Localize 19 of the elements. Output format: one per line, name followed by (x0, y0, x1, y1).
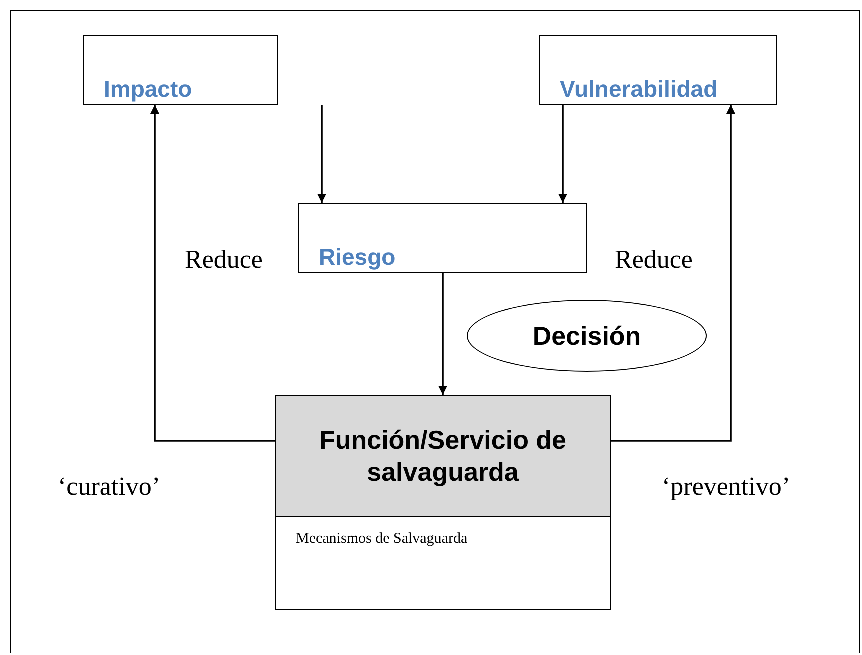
arrow (611, 105, 736, 442)
process-box (298, 203, 587, 273)
process-box (83, 35, 278, 105)
box-title: Función/Servicio de salvaguarda (318, 424, 568, 488)
process-box (539, 35, 777, 105)
box-body-text: Mecanismos de Salvaguarda (296, 531, 468, 548)
edge-label: Reduce (185, 245, 263, 275)
function-box (275, 395, 611, 610)
box-title: Vulnerabilidad (560, 76, 718, 102)
edge-label: Reduce (615, 245, 693, 275)
box-title: Impacto (104, 76, 192, 102)
arrow (318, 105, 326, 203)
arrow (438, 273, 448, 395)
box-title: Riesgo (319, 244, 396, 270)
annotation-label: ‘curativo’ (58, 472, 161, 502)
arrow (150, 105, 275, 442)
annotation-label: ‘preventivo’ (662, 472, 791, 502)
ellipse-text: Decisión (532, 320, 642, 352)
arrow (558, 105, 568, 203)
